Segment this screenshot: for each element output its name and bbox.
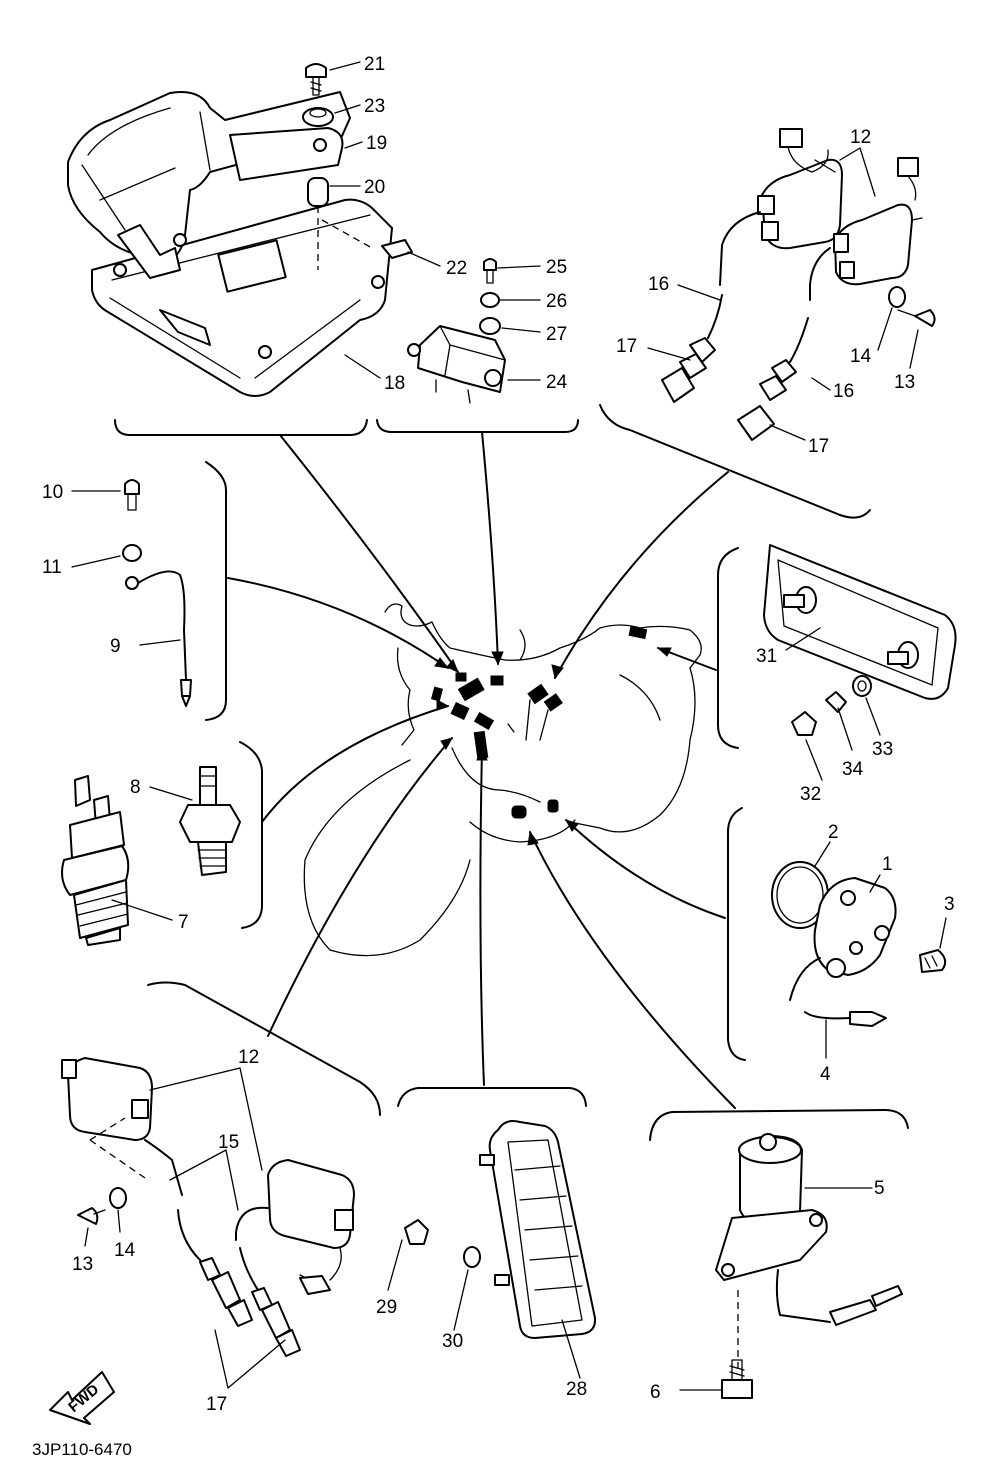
callout-30: 30 xyxy=(442,1331,463,1352)
callout-12-bottom: 12 xyxy=(238,1047,259,1068)
leader-arrows xyxy=(227,431,736,1109)
callout-5: 5 xyxy=(874,1178,885,1199)
reflector-group xyxy=(404,1120,597,1339)
callout-23: 23 xyxy=(364,96,385,117)
callout-27: 27 xyxy=(546,324,567,345)
callout-1: 1 xyxy=(882,854,893,875)
frame-component-marks xyxy=(430,625,648,819)
callout-13-top: 13 xyxy=(894,372,915,393)
callout-18: 18 xyxy=(384,373,405,394)
callout-11: 11 xyxy=(42,557,62,578)
callout-32: 32 xyxy=(800,784,821,805)
callout-14-top: 14 xyxy=(850,346,872,367)
callout-26: 26 xyxy=(546,291,567,312)
ignition-coil-group-top xyxy=(661,128,936,441)
callout-34: 34 xyxy=(842,759,864,780)
callout-7: 7 xyxy=(178,912,189,933)
callout-21: 21 xyxy=(364,54,385,75)
callout-20: 20 xyxy=(364,177,385,198)
neutral-switch-group xyxy=(771,861,947,1027)
ground-lead-group xyxy=(122,479,192,707)
callout-13-bottom: 13 xyxy=(72,1254,93,1275)
callout-17-bottom: 17 xyxy=(206,1394,227,1415)
ignition-coil-group-bottom xyxy=(61,1057,355,1357)
frame-silhouette xyxy=(303,603,702,957)
callout-15: 15 xyxy=(218,1132,239,1153)
callout-31: 31 xyxy=(756,646,777,667)
callout-12-top: 12 xyxy=(850,127,871,148)
ignitor-unit-group xyxy=(67,63,506,404)
group-brackets xyxy=(114,404,909,1141)
fuel-sender-group xyxy=(715,1133,903,1399)
callout-16-top-right: 16 xyxy=(833,381,854,402)
tail-light-group xyxy=(763,544,957,736)
callout-6: 6 xyxy=(650,1382,661,1403)
callout-19: 19 xyxy=(366,133,387,154)
callout-17-top-right: 17 xyxy=(808,436,829,457)
switch-group xyxy=(61,766,241,946)
callout-17-top-left: 17 xyxy=(616,336,637,357)
callout-numbers: 21 23 19 20 22 18 25 26 27 24 12 16 17 1… xyxy=(42,54,955,1415)
callout-22: 22 xyxy=(446,258,467,279)
callout-33: 33 xyxy=(872,739,893,760)
callout-14-bottom: 14 xyxy=(114,1240,136,1261)
callout-25: 25 xyxy=(546,257,567,278)
callout-9: 9 xyxy=(110,636,121,657)
document-id: 3JP110-6470 xyxy=(32,1440,132,1459)
callout-29: 29 xyxy=(376,1297,397,1318)
callout-4: 4 xyxy=(820,1064,831,1085)
callout-leaders xyxy=(71,61,947,1391)
callout-2: 2 xyxy=(828,822,839,843)
callout-28: 28 xyxy=(566,1379,587,1400)
callout-24: 24 xyxy=(546,372,568,393)
callout-3: 3 xyxy=(944,894,955,915)
forward-direction-arrow xyxy=(49,1371,115,1425)
callout-8: 8 xyxy=(130,777,141,798)
callout-16-top-left: 16 xyxy=(648,274,669,295)
callout-10: 10 xyxy=(42,482,63,503)
